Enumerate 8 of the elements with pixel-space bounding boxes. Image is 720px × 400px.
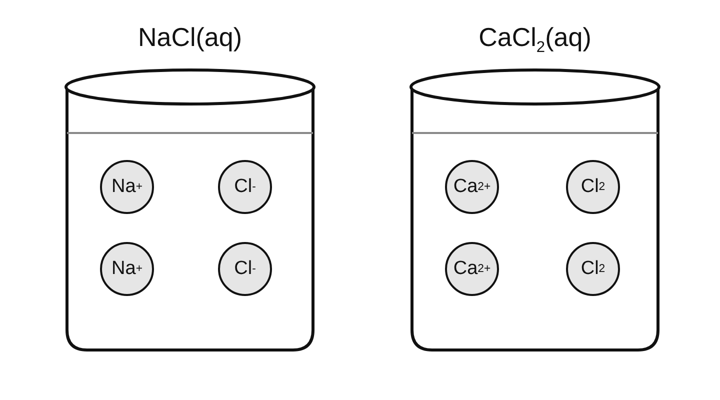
ion-circle: Cl$^{-}$ bbox=[218, 160, 272, 214]
ion-circle: Na$^{+}$ bbox=[100, 160, 154, 214]
ion-circle: Ca$^{2+}$ bbox=[445, 242, 499, 296]
ion-circle: Ca$^{2+}$ bbox=[445, 160, 499, 214]
solution-heading: CaCl$_{2}$(aq) bbox=[478, 22, 592, 58]
solution-heading: NaCl(aq) bbox=[136, 22, 244, 53]
ion-circle: Na$^{+}$ bbox=[100, 242, 154, 296]
ion-circle: Cl$^{-}$ bbox=[218, 242, 272, 296]
